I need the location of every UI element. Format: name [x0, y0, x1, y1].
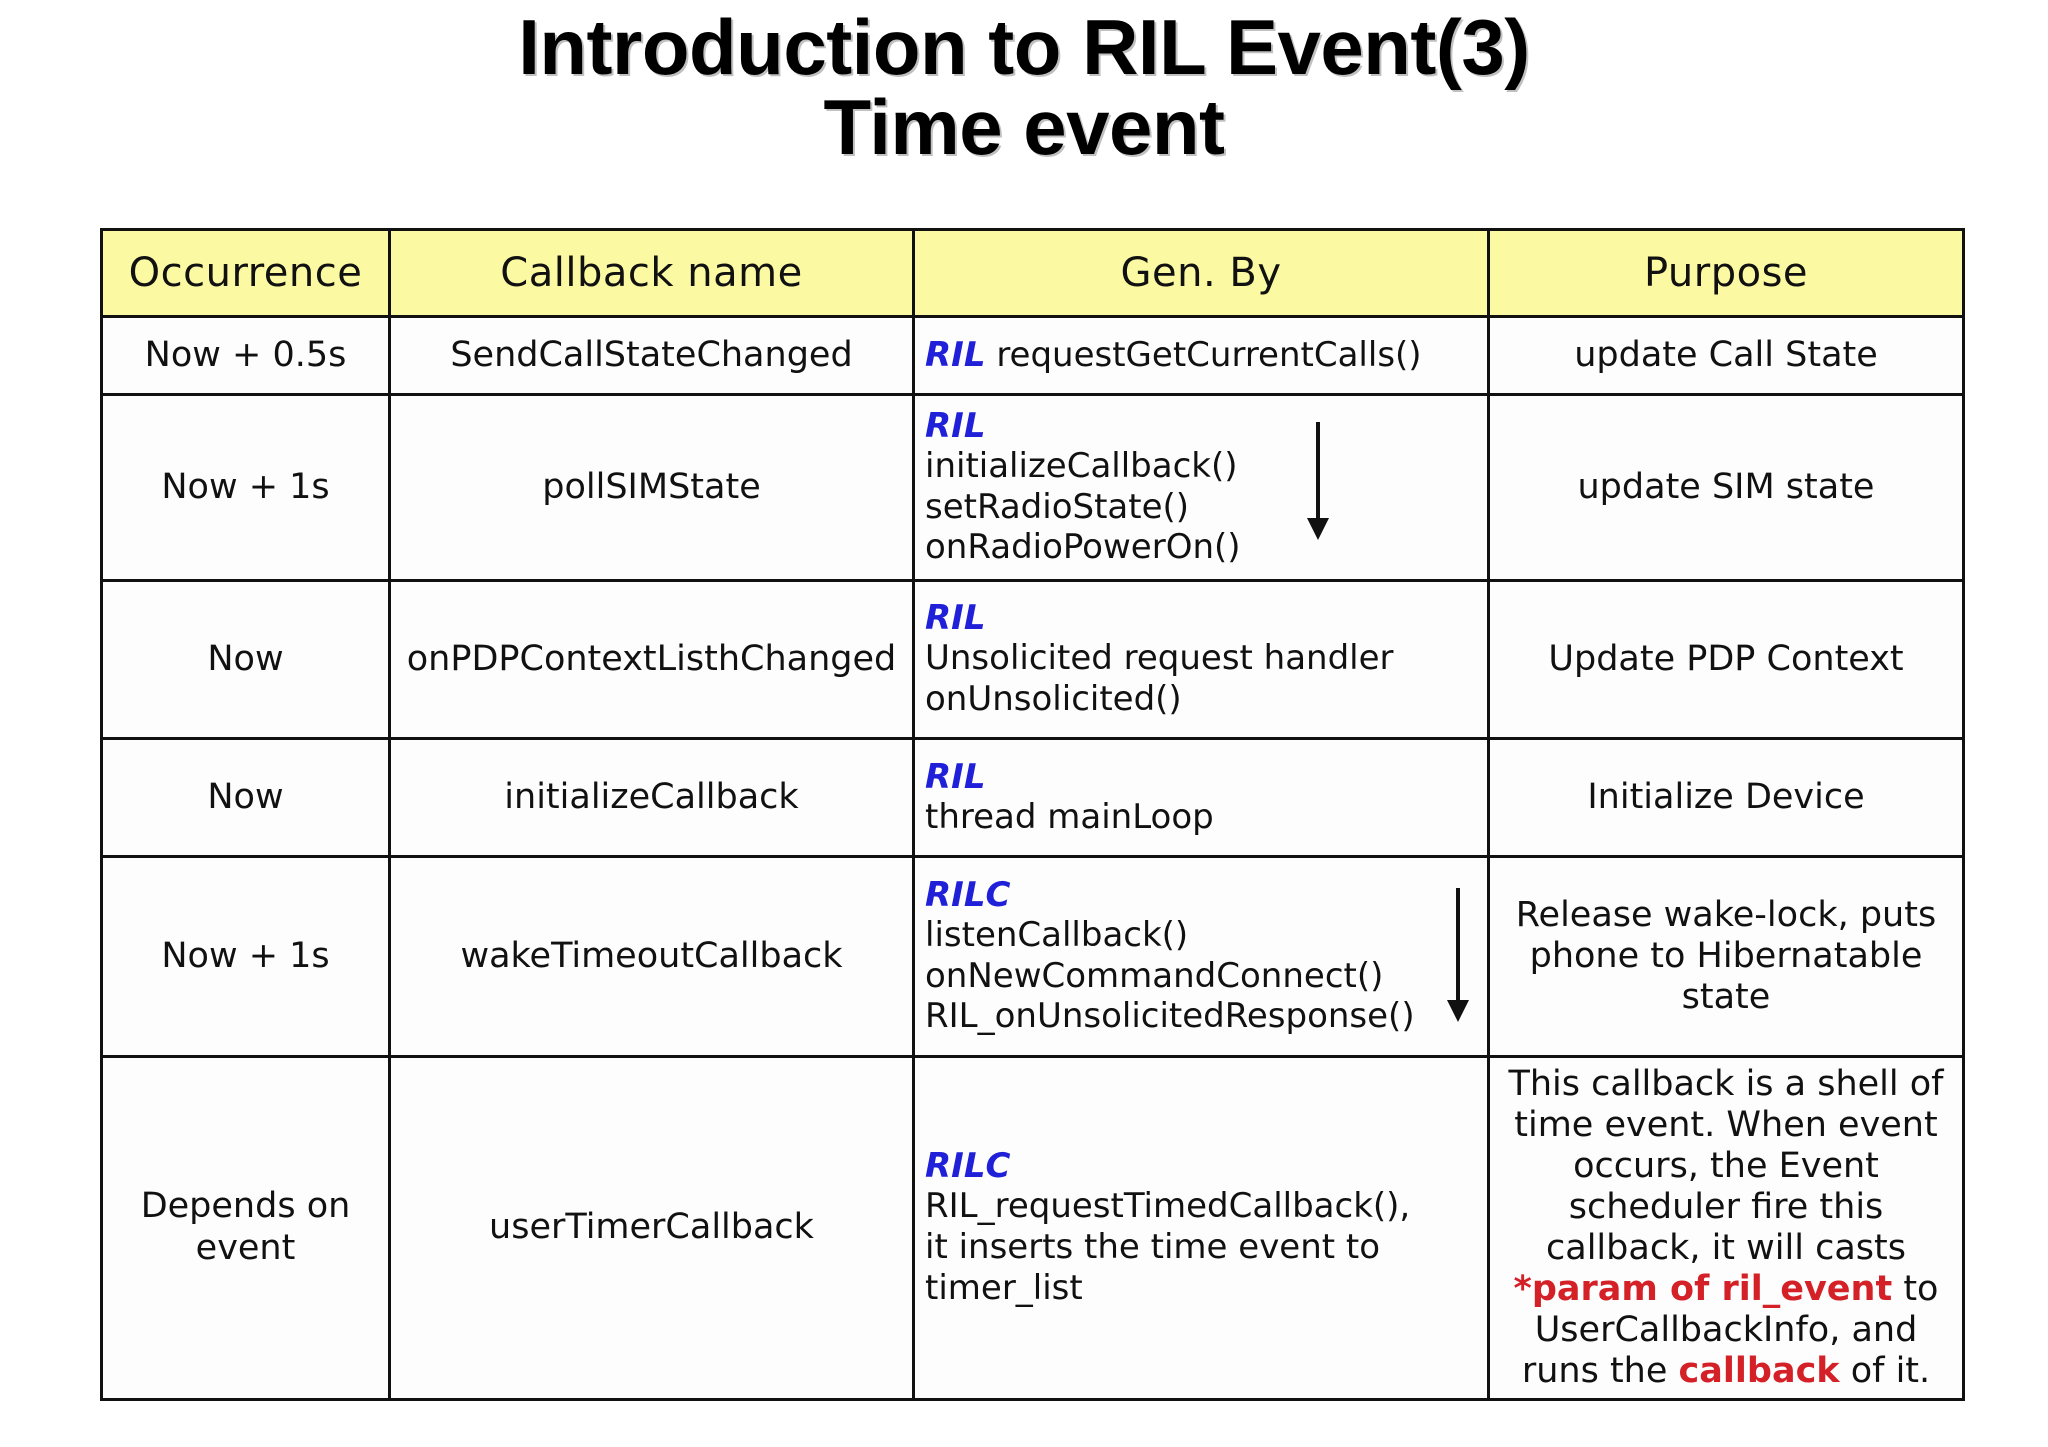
plain-text: of it.	[1839, 1350, 1931, 1391]
gen-by-line: it inserts the time event to	[925, 1226, 1381, 1267]
cell-callback-name: userTimerCallback	[388, 1055, 915, 1401]
gen-by-line: onRadioPowerOn()	[925, 527, 1241, 568]
gen-by-line: timer_list	[925, 1267, 1083, 1308]
cell-gen-by: RIL initializeCallback() setRadioState()…	[912, 393, 1490, 582]
table-row: Depends on event userTimerCallback RILC …	[100, 1055, 1965, 1401]
plain-text: to UserCallbackInfo, and runs the	[1521, 1268, 1939, 1391]
highlighted-text: *param of ril_event	[1513, 1268, 1893, 1309]
plain-text: This callback is a shell of time event. …	[1508, 1064, 1944, 1268]
table-row: Now + 0.5s SendCallStateChanged RIL requ…	[100, 315, 1965, 396]
gen-by-line: setRadioState()	[925, 486, 1190, 527]
table-row: Now onPDPContextListhChanged RIL Unsolic…	[100, 579, 1965, 740]
cell-occurrence: Now	[100, 579, 391, 740]
cell-purpose: This callback is a shell of time event. …	[1487, 1055, 1965, 1401]
cell-gen-by: RILC RIL_requestTimedCallback(), it inse…	[912, 1055, 1490, 1401]
highlighted-text: callback	[1678, 1350, 1840, 1391]
source-tag: RIL	[925, 598, 986, 639]
gen-by-lines: listenCallback() onNewCommandConnect() R…	[925, 915, 1477, 1037]
cell-gen-by: RIL thread mainLoop	[912, 737, 1490, 858]
title-line-2: Time event	[823, 82, 1225, 171]
column-header-gen-by: Gen. By	[912, 228, 1490, 318]
gen-by-lines: Unsolicited request handler onUnsolicite…	[925, 638, 1477, 720]
cell-occurrence: Now + 1s	[100, 855, 391, 1058]
gen-by-line: thread mainLoop	[925, 796, 1214, 837]
source-tag: RIL	[925, 335, 986, 376]
source-tag: RIL	[925, 756, 986, 797]
table-row: Now + 1s pollSIMState RIL initializeCall…	[100, 393, 1965, 582]
cell-purpose: update SIM state	[1487, 393, 1965, 582]
gen-by-line: listenCallback()	[925, 914, 1189, 955]
source-tag: RIL	[925, 405, 986, 446]
cell-occurrence: Now + 1s	[100, 393, 391, 582]
column-header-occurrence: Occurrence	[100, 228, 391, 318]
cell-occurrence: Now + 0.5s	[100, 315, 391, 396]
cell-callback-name: onPDPContextListhChanged	[388, 579, 915, 740]
down-arrow-icon	[1447, 888, 1469, 1024]
gen-by-lines: thread mainLoop	[925, 797, 1477, 838]
page-title: Introduction to RIL Event(3) Time event	[0, 0, 2048, 167]
down-arrow-icon	[1307, 422, 1329, 540]
cell-gen-by: RILC listenCallback() onNewCommandConnec…	[912, 855, 1490, 1058]
cell-callback-name: SendCallStateChanged	[388, 315, 915, 396]
gen-by-line: initializeCallback()	[925, 445, 1238, 486]
cell-purpose: Release wake-lock, puts phone to Hiberna…	[1487, 855, 1965, 1058]
table-row: Now initializeCallback RIL thread mainLo…	[100, 737, 1965, 858]
source-tag: RILC	[925, 1146, 1011, 1186]
cell-occurrence: Depends on event	[100, 1055, 391, 1401]
cell-occurrence: Now	[100, 737, 391, 858]
gen-by-lines: initializeCallback() setRadioState() onR…	[925, 446, 1477, 568]
gen-by-line: requestGetCurrentCalls()	[996, 335, 1422, 376]
cell-gen-by: RIL Unsolicited request handler onUnsoli…	[912, 579, 1490, 740]
source-tag: RILC	[925, 874, 1011, 915]
cell-purpose: Update PDP Context	[1487, 579, 1965, 740]
gen-by-lines: RIL_requestTimedCallback(), it inserts t…	[925, 1186, 1477, 1308]
gen-by-line: RIL_requestTimedCallback(),	[925, 1186, 1411, 1227]
cell-callback-name: initializeCallback	[388, 737, 915, 858]
cell-purpose: Initialize Device	[1487, 737, 1965, 858]
ril-event-table: Occurrence Callback name Gen. By Purpose…	[100, 228, 1965, 1401]
title-line-1: Introduction to RIL Event(3)	[518, 3, 1530, 91]
gen-by-line: RIL_onUnsolicitedResponse()	[925, 996, 1415, 1037]
column-header-purpose: Purpose	[1487, 228, 1965, 318]
cell-purpose: update Call State	[1487, 315, 1965, 396]
gen-by-line: onNewCommandConnect()	[925, 955, 1384, 996]
cell-gen-by: RIL requestGetCurrentCalls()	[912, 315, 1490, 396]
cell-callback-name: pollSIMState	[388, 393, 915, 582]
ril-event-table-container: Occurrence Callback name Gen. By Purpose…	[100, 228, 1965, 1401]
gen-by-line: Unsolicited request handler	[925, 638, 1394, 679]
column-header-callback-name: Callback name	[388, 228, 915, 318]
cell-callback-name: wakeTimeoutCallback	[388, 855, 915, 1058]
table-row: Now + 1s wakeTimeoutCallback RILC listen…	[100, 855, 1965, 1058]
table-body: Now + 0.5s SendCallStateChanged RIL requ…	[100, 315, 1965, 1401]
table-header: Occurrence Callback name Gen. By Purpose	[100, 228, 1965, 318]
table-header-row: Occurrence Callback name Gen. By Purpose	[100, 228, 1965, 318]
gen-by-line: onUnsolicited()	[925, 679, 1182, 720]
